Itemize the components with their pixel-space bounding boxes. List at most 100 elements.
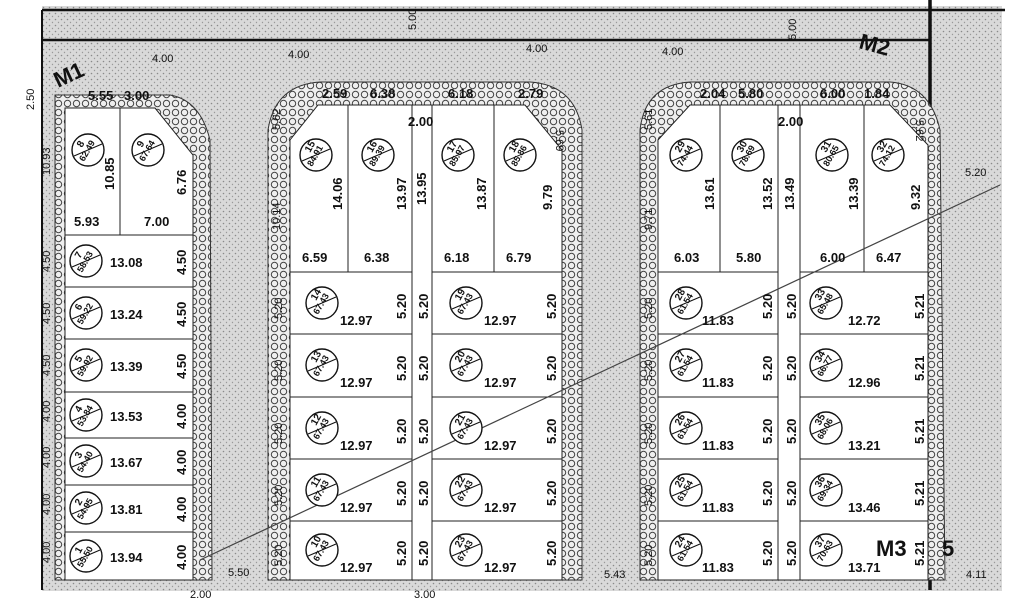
lot-37-length: 13.71	[848, 560, 881, 575]
label-m3: M3	[876, 536, 907, 561]
lot-35-number: 35	[813, 412, 828, 428]
b1-left-dim-4: 4.00	[41, 401, 53, 422]
lot-26-number: 26	[673, 412, 688, 428]
b1-left-dim-7: 4.00	[41, 542, 53, 563]
lot-9-depth: 6.76	[174, 170, 189, 195]
lot-4-number: 4	[73, 404, 86, 415]
lot-20-number: 20	[453, 349, 468, 365]
lot-31-number: 31	[819, 139, 834, 155]
b3-inner-width-1: 5.20	[784, 356, 799, 381]
lot-10-length: 12.97	[340, 560, 373, 575]
lot-8-depth: 10.85	[102, 157, 117, 190]
dim-bottom-left: 2.00	[190, 589, 211, 599]
b2-top-width-2: 6.18	[448, 86, 473, 101]
lot-12-number: 12	[309, 412, 324, 428]
b2-mid-depth: 13.95	[414, 172, 429, 205]
b3-left-edge-4: 5.20	[643, 545, 655, 566]
lot-2-number: 2	[73, 497, 86, 508]
lot-12-width: 5.20	[394, 419, 409, 444]
lot-16-number: 16	[365, 139, 380, 155]
lot-30-depth: 13.52	[760, 177, 775, 210]
lot-36-width: 5.21	[912, 481, 927, 506]
dim-bottom-mid: 3.00	[414, 589, 435, 599]
lot-1-length: 13.94	[110, 550, 143, 565]
lot-33-length: 12.72	[848, 313, 881, 328]
lot-15-depth: 14.06	[330, 177, 345, 210]
lot-14-width: 5.20	[394, 294, 409, 319]
dim-right-edge: 5.20	[965, 167, 986, 179]
lot-7-length: 13.08	[110, 255, 143, 270]
lot-11-length: 12.97	[340, 500, 373, 515]
lot-12-length: 12.97	[340, 438, 373, 453]
b2-side-dim-2: 5.69	[553, 130, 565, 151]
b3-inner-width-4: 5.20	[784, 541, 799, 566]
lot-7-width: 4.50	[174, 250, 189, 275]
lot-6-width: 4.50	[174, 302, 189, 327]
b2-side-dim-0: 5.62	[271, 109, 283, 130]
lot-9-number: 9	[135, 139, 148, 150]
lot-8-number: 8	[75, 139, 88, 150]
lot-34-number: 34	[813, 349, 828, 365]
lot-14-number: 14	[309, 287, 324, 303]
lot-13-number: 13	[309, 349, 324, 365]
lot-18-bottom: 6.79	[506, 250, 531, 265]
lot-4-length: 13.53	[110, 409, 143, 424]
lot-2-width: 4.00	[174, 497, 189, 522]
lot-4-width: 4.00	[174, 404, 189, 429]
b2-left-edge-1: 5.20	[273, 360, 285, 381]
lot-11-width: 5.20	[394, 481, 409, 506]
lot-34-length: 12.96	[848, 375, 881, 390]
lot-33-number: 33	[813, 287, 828, 303]
lot-23-width: 5.20	[544, 541, 559, 566]
lot-32-depth: 9.32	[908, 185, 923, 210]
dim-bottom-right: 5.43	[604, 569, 625, 581]
lot-21-number: 21	[453, 412, 468, 428]
lot-26-length: 11.83	[702, 438, 734, 453]
lot-5-number: 5	[73, 354, 86, 365]
lot-31-bottom: 6.00	[820, 250, 845, 265]
lot-7-number: 7	[73, 250, 86, 261]
lot-31-depth: 13.39	[846, 177, 861, 210]
b2-left-edge-3: 5.20	[273, 485, 285, 506]
b2-inner-width-1: 5.20	[416, 356, 431, 381]
lot-21-length: 12.97	[484, 438, 517, 453]
dim-setback-1: 4.00	[152, 53, 173, 65]
b2-side-dim-1: 10.14	[271, 202, 283, 230]
lot-19-number: 19	[453, 287, 468, 303]
lot-24-length: 11.83	[702, 560, 734, 575]
lot-34-width: 5.21	[912, 356, 927, 381]
b3-top-width-0: 2.04	[700, 86, 726, 101]
b1-left-dim-6: 4.00	[41, 494, 53, 515]
lot-24-width: 5.20	[760, 541, 775, 566]
block3-lots	[657, 104, 929, 581]
lot-9-bottom: 7.00	[144, 214, 169, 229]
lot-15-bottom: 6.59	[302, 250, 327, 265]
lot-20-width: 5.20	[544, 356, 559, 381]
b2-left-edge-0: 5.20	[273, 298, 285, 319]
b3-inner-width-3: 5.20	[784, 481, 799, 506]
b3-side-dim-1: 9.71	[643, 209, 655, 230]
b2-top-width-1: 6.38	[370, 86, 395, 101]
lot-36-length: 13.46	[848, 500, 881, 515]
b2-inner-width-0: 5.20	[416, 294, 431, 319]
lot-18-number: 18	[507, 139, 522, 155]
lot-10-width: 5.20	[394, 541, 409, 566]
b2-mid-gap: 2.00	[408, 114, 433, 129]
b2-top-width-0: 2.59	[322, 86, 347, 101]
lot-1-number: 1	[73, 545, 86, 556]
b1-left-dim-5: 4.00	[41, 447, 53, 468]
b3-inner-width-2: 5.20	[784, 419, 799, 444]
lot-24-number: 24	[673, 534, 688, 550]
lot-10-number: 10	[309, 534, 324, 550]
b3-top-width-2: 6.00	[820, 86, 845, 101]
lot-27-number: 27	[673, 349, 688, 365]
lot-25-width: 5.20	[760, 481, 775, 506]
b1-left-dim-0: 10.93	[41, 147, 53, 175]
lot-25-number: 25	[673, 474, 688, 490]
lot-23-length: 12.97	[484, 560, 517, 575]
lot-30-bottom: 5.80	[736, 250, 761, 265]
lot-8-bottom: 5.93	[74, 214, 99, 229]
label-5: 5	[942, 536, 954, 561]
